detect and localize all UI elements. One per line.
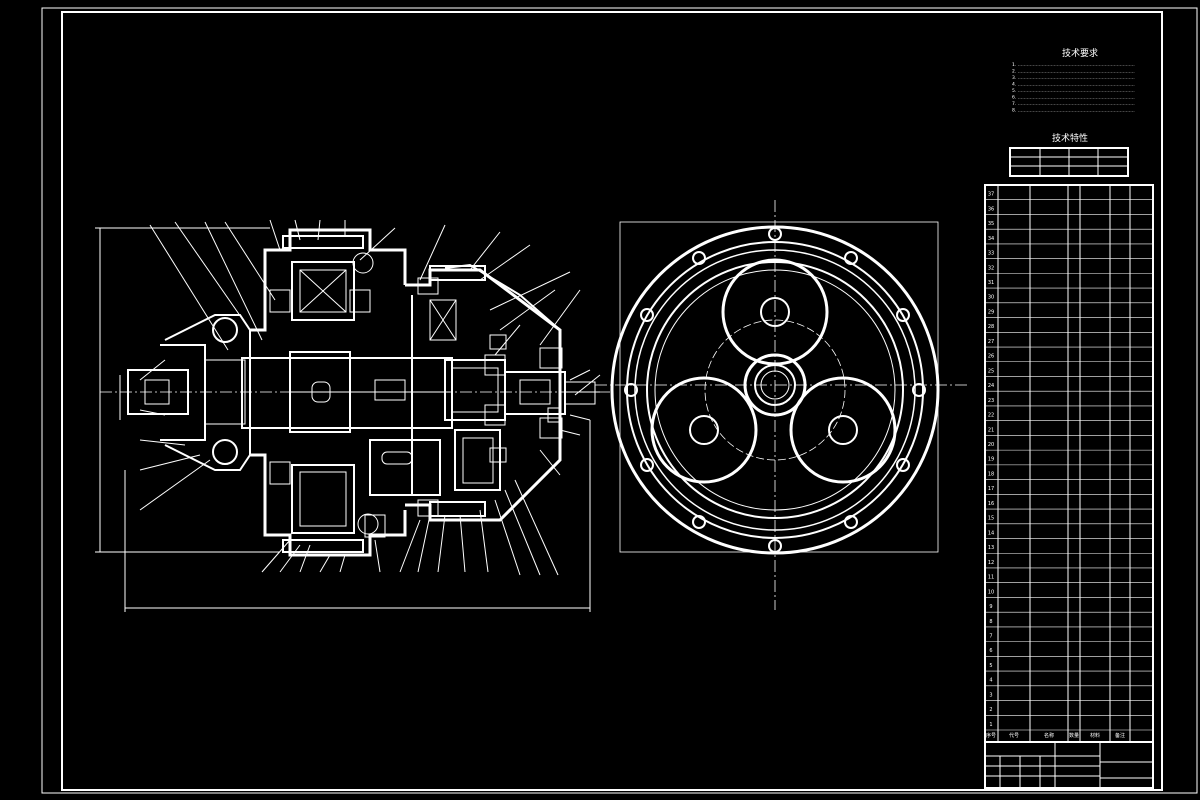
bom-row-number: 17 <box>988 486 994 492</box>
sheet-inner-border <box>61 11 1163 791</box>
bom-row-number: 34 <box>988 236 994 242</box>
title-block <box>984 741 1154 789</box>
bom-row-number: 12 <box>988 560 994 566</box>
tech-requirement-line: 6. …………………………………………………………………… <box>1012 95 1135 101</box>
bom-header-remark: 备注 <box>1115 732 1125 739</box>
bom-header-code: 代号 <box>1009 732 1019 739</box>
bom-row-number: 30 <box>988 295 994 301</box>
bom-row-number: 37 <box>988 192 994 198</box>
tech-requirement-line: 8. …………………………………………………………………… <box>1012 108 1135 114</box>
tech-requirement-line: 7. …………………………………………………………………… <box>1012 101 1135 107</box>
bom-header-no: 序号 <box>986 732 996 739</box>
bom-row-number: 35 <box>988 221 994 227</box>
sheet-outer-border <box>41 7 1198 794</box>
bom-row-number: 15 <box>988 516 994 522</box>
tech-requirement-line: 4. …………………………………………………………………… <box>1012 82 1135 88</box>
tech-requirements-title: 技术要求 <box>1062 47 1098 59</box>
bom-row-number: 31 <box>988 280 994 286</box>
tech-requirement-line: 2. …………………………………………………………………… <box>1012 69 1135 75</box>
bom-row-number: 19 <box>988 457 994 463</box>
bom-row-number: 10 <box>988 589 994 595</box>
tech-requirement-line: 3. …………………………………………………………………… <box>1012 75 1135 81</box>
bom-table <box>984 184 1154 743</box>
text-layer: 技术要求 1. ……………………………………………………………………2. ………… <box>986 47 1135 739</box>
bom-row-number: 21 <box>988 427 994 433</box>
bom-row-number: 9 <box>989 604 992 610</box>
bom-row-number: 36 <box>988 206 994 212</box>
tech-requirement-line: 1. …………………………………………………………………… <box>1012 62 1135 68</box>
bom-row-number: 8 <box>989 619 992 625</box>
bom-header-name: 名称 <box>1044 732 1054 739</box>
bom-row-number: 33 <box>988 251 994 257</box>
bom-row-number: 28 <box>988 324 994 330</box>
bom-row-number: 1 <box>989 722 992 728</box>
bom-row-number: 4 <box>989 678 992 684</box>
bom-row-number: 3 <box>989 692 992 698</box>
bom-row-number: 5 <box>989 663 992 669</box>
section-view <box>95 219 610 612</box>
bom-row-number: 11 <box>988 575 994 581</box>
tech-requirement-line: 5. …………………………………………………………………… <box>1012 88 1135 94</box>
bom-row-number: 18 <box>988 471 994 477</box>
bom-row-number: 25 <box>988 368 994 374</box>
bom-row-number: 22 <box>988 413 994 419</box>
bom-row-number: 23 <box>988 398 994 404</box>
tech-characteristics-table <box>1009 147 1129 177</box>
bom-row-number: 29 <box>988 309 994 315</box>
bom-row-number: 32 <box>988 265 994 271</box>
bom-row-number: 2 <box>989 707 992 713</box>
bom-row-number: 26 <box>988 354 994 360</box>
bom-row-number: 6 <box>989 648 992 654</box>
bom-row-number: 24 <box>988 383 994 389</box>
bom-row-number: 14 <box>988 530 994 536</box>
bom-row-number: 13 <box>988 545 994 551</box>
bom-row-number: 7 <box>989 633 992 639</box>
bom-row-number: 16 <box>988 501 994 507</box>
bom-row-number: 20 <box>988 442 994 448</box>
bom-row-number: 27 <box>988 339 994 345</box>
bom-header-qty: 数量 <box>1069 732 1079 739</box>
end-view <box>595 200 970 610</box>
bom-header-material: 材料 <box>1090 732 1100 739</box>
tech-characteristics-title: 技术特性 <box>1052 132 1088 144</box>
